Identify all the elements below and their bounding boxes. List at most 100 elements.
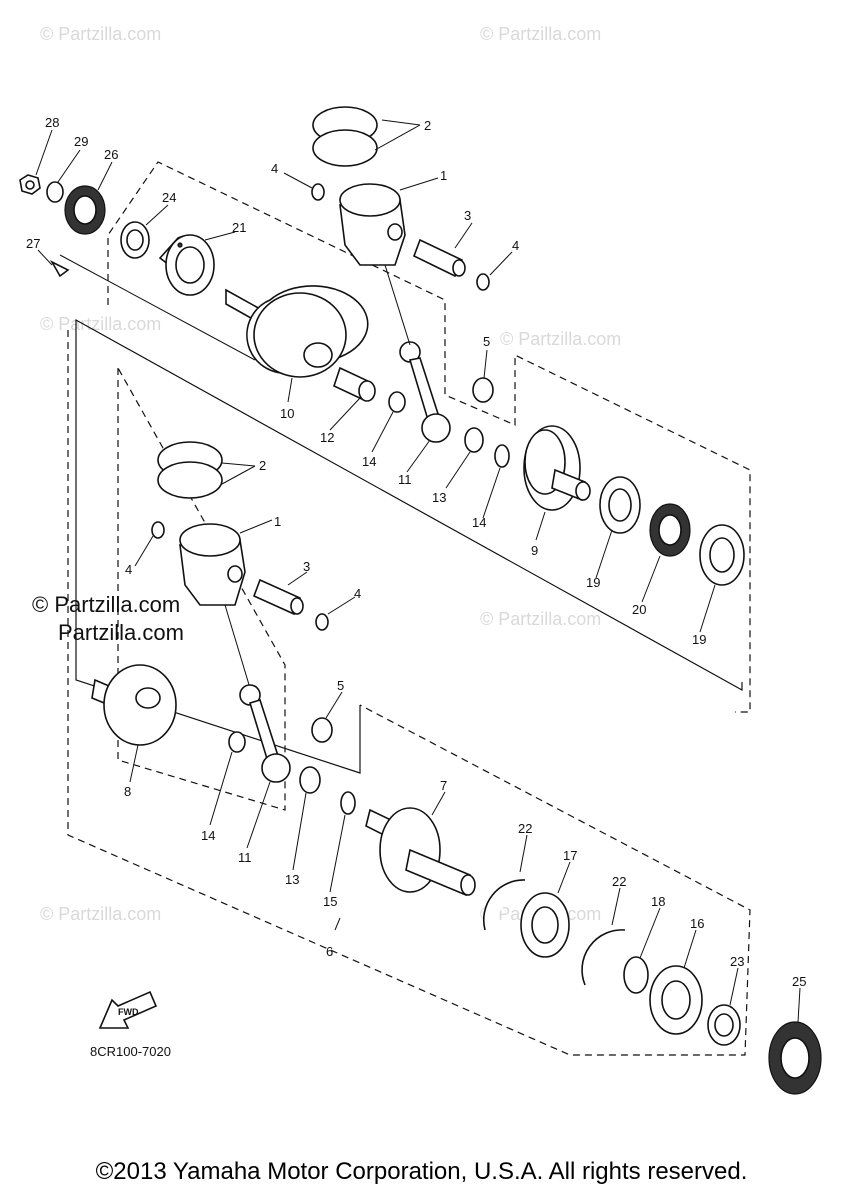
seal-part-20 [649,503,691,557]
crank-half-part-7 [365,807,476,897]
bearing-part-19 [699,524,745,586]
callout-9: 9 [531,543,538,558]
watermark: © Partzilla.com [40,904,161,924]
callout-labels: 28 29 26 24 21 27 10 12 2 4 1 3 4 5 14 1… [26,115,806,989]
callout-2: 2 [424,118,431,133]
callout-25: 25 [792,974,806,989]
callout-4: 4 [354,586,361,601]
callout-14: 14 [362,454,376,469]
washer-part-14 [228,731,246,753]
crank-half-part-9 [523,425,591,511]
callout-7: 7 [440,778,447,793]
small-end-bearing-part-5 [311,717,333,743]
washer-part-15 [340,791,356,815]
oil-seal-part-25 [768,1021,822,1095]
big-end-bearing-part-13 [464,427,484,453]
upper-assembly [19,106,745,586]
oil-seal-part-26 [64,185,106,235]
crank-half-part-10 [225,285,369,378]
small-end-bearing-part-5 [472,377,494,403]
fwd-arrow: FWD [98,990,158,1029]
nut-part-28 [19,174,41,195]
clip-part-4 [151,521,165,539]
callout-23: 23 [730,954,744,969]
copyright-notice: ©2013 Yamaha Motor Corporation, U.S.A. A… [95,1158,748,1185]
watermark-prominent: © Partzilla.com [32,592,180,617]
callout-13: 13 [432,490,446,505]
callout-17: 17 [563,848,577,863]
callout-27: 27 [26,236,40,251]
crank-half-part-8 [91,664,177,746]
callout-15: 15 [323,894,337,909]
callout-21: 21 [232,220,246,235]
circlip-part-22 [581,929,626,986]
leader-lines [35,119,801,1023]
callout-28: 28 [45,115,59,130]
key-part-27 [49,260,70,278]
callout-19: 19 [586,575,600,590]
big-end-bearing-part-13 [299,766,321,794]
connecting-rod-part-11-lower [239,684,291,783]
callout-1: 1 [440,168,447,183]
washer-part-14 [388,391,406,413]
callout-29: 29 [74,134,88,149]
callout-3: 3 [464,208,471,223]
bearing-part-17 [520,892,570,958]
watermark-prominent-2: Partzilla.com [58,620,184,645]
needle-bearing-part-12 [333,366,376,402]
clip-part-4 [311,183,325,201]
watermark: © Partzilla.com [40,24,161,44]
callout-24: 24 [162,190,176,205]
callout-10: 10 [280,406,294,421]
bearing-part-19 [599,476,641,534]
drawing-code: 8CR100-7020 [90,1044,171,1059]
lower-assembly: FWD [91,441,822,1095]
callout-11: 11 [398,472,412,487]
callout-26: 26 [104,147,118,162]
piston-rings-part-2-lower [157,441,223,499]
piston-rings-part-2-upper [312,106,378,167]
clip-part-4 [476,273,490,291]
callout-4: 4 [512,238,519,253]
callout-12: 12 [320,430,334,445]
washer-part-29 [46,181,64,203]
clip-part-4 [315,613,329,631]
callout-1: 1 [274,514,281,529]
fwd-label: FWD [118,1007,139,1017]
callout-4: 4 [125,562,132,577]
callout-14: 14 [201,828,215,843]
watermark: © Partzilla.com [480,24,601,44]
collar-part-23 [707,1004,741,1046]
circlip-part-22 [482,879,526,931]
piston-pin-part-3-lower [252,578,304,616]
callout-3: 3 [303,559,310,574]
piston-part-1-upper [339,183,406,266]
washer-part-14 [494,444,510,468]
piston-part-1-lower [179,523,246,606]
callout-18: 18 [651,894,665,909]
piston-pin-part-3-upper [412,238,466,278]
callout-6: 6 [326,944,333,959]
callout-20: 20 [632,602,646,617]
callout-4: 4 [271,161,278,176]
connecting-rod-part-11-upper [399,341,451,443]
bearing-part-16 [649,965,703,1035]
collar-part-24 [120,221,150,259]
callout-5: 5 [337,678,344,693]
shim-part-18 [623,956,649,994]
callout-19: 19 [692,632,706,647]
callout-16: 16 [690,916,704,931]
callout-14: 14 [472,515,486,530]
callout-8: 8 [124,784,131,799]
callout-5: 5 [483,334,490,349]
bearing-part-21 [158,234,215,296]
watermark: © Partzilla.com [480,609,601,629]
callout-13: 13 [285,872,299,887]
assembly-boundaries [59,161,751,1056]
callout-11: 11 [238,850,252,865]
watermark: © Partzilla.com [40,314,161,334]
callout-22: 22 [518,821,532,836]
callout-22: 22 [612,874,626,889]
callout-2: 2 [259,458,266,473]
